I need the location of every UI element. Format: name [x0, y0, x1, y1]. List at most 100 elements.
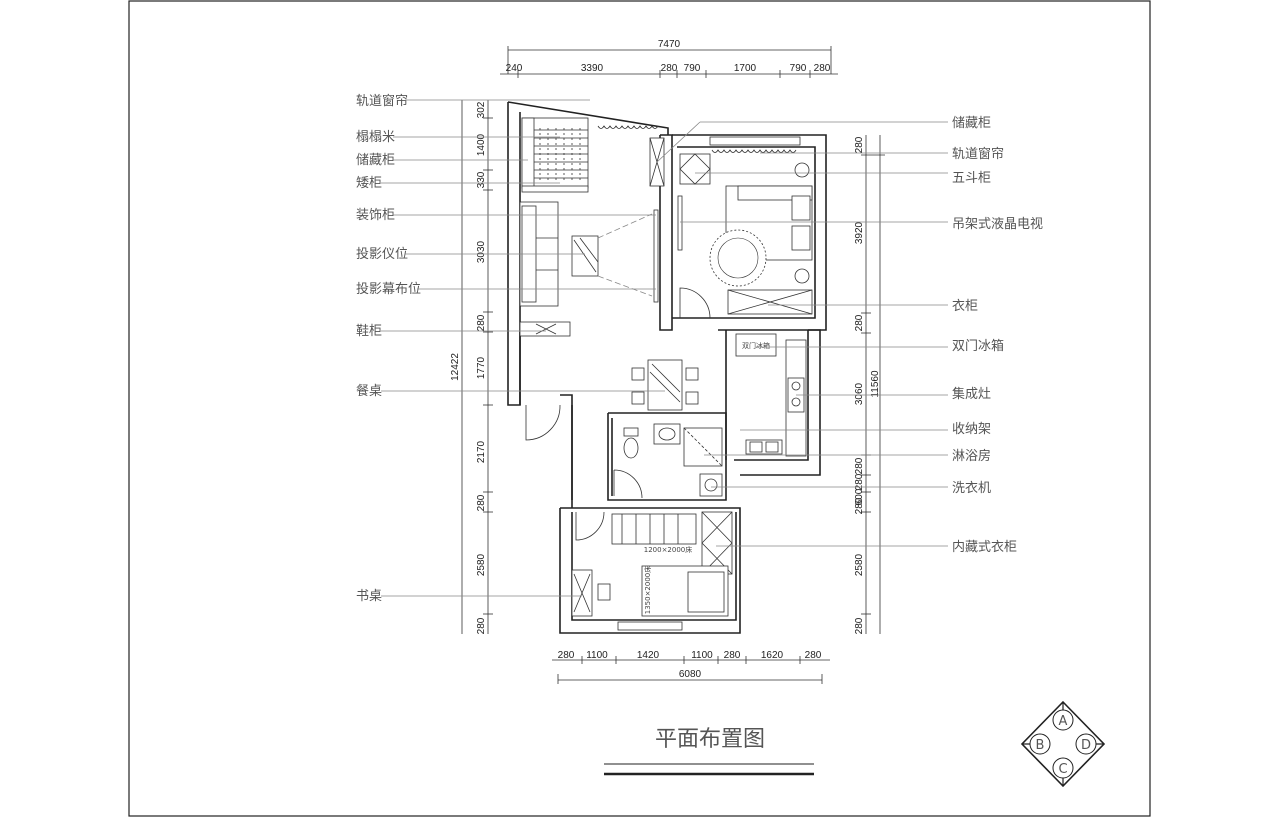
top-dim-1: 240 — [506, 63, 523, 74]
single-bed: 1350×2000床 — [641, 565, 729, 617]
window-bedroom-top — [709, 136, 801, 146]
bottom-dimension-chain: 280 1100 1420 1100 280 1620 280 6080 — [552, 650, 830, 684]
label-five-drawer-chest: 五斗柜 — [952, 171, 991, 186]
bed-lower-size: 1350×2000床 — [643, 566, 652, 615]
label-washing-machine: 洗衣机 — [952, 480, 991, 496]
left-dim-7: 2170 — [476, 440, 487, 463]
nightstand-bottom — [794, 268, 810, 284]
five-drawer-chest — [679, 153, 711, 185]
label-integrated-stove: 集成灶 — [952, 386, 991, 402]
label-low-cabinet: 矮柜 — [356, 176, 382, 191]
top-dim-4: 790 — [684, 63, 701, 74]
compass-label-a: A — [1059, 714, 1068, 729]
fridge-label: 双门冰箱 — [742, 341, 770, 350]
label-dining-table: 餐桌 — [356, 383, 382, 399]
label-projection-screen: 投影幕布位 — [356, 281, 421, 297]
label-storage-rack: 收纳架 — [952, 422, 991, 437]
label-hanging-lcd-tv: 吊架式液晶电视 — [952, 217, 1043, 232]
right-dimension-chain: 280 3920 280 3060 280 280 600 280 2580 2… — [854, 135, 885, 634]
drawing-title: 平面布置图 — [655, 727, 765, 752]
right-dim-6: 280 — [854, 473, 865, 490]
entry-door — [525, 404, 561, 441]
right-dim-5: 280 — [854, 457, 865, 474]
compass-label-c: C — [1058, 762, 1067, 777]
bottom-dim-3: 1420 — [637, 650, 660, 661]
elevation-index-icon: A B D C — [1020, 700, 1106, 788]
washing-machine — [699, 473, 723, 497]
dining-table — [631, 359, 699, 411]
wall-tv — [677, 195, 683, 251]
curtain-track-top — [597, 125, 659, 129]
top-dim-2: 3390 — [581, 63, 604, 74]
curtain-track-bedroom — [711, 149, 797, 153]
shower-room — [683, 427, 723, 467]
shoe-cabinet — [519, 321, 571, 337]
left-dim-6: 1770 — [476, 356, 487, 379]
left-total-dim: 12422 — [450, 353, 461, 381]
right-dim-7: 600 — [854, 488, 865, 505]
label-decorative-cabinet: 装饰柜 — [356, 208, 395, 223]
compass-label-b: B — [1036, 738, 1045, 753]
storage-cabinet-left — [521, 117, 535, 189]
sheet-border — [128, 0, 1151, 817]
left-dim-4: 3030 — [476, 240, 487, 263]
bottom-dim-6: 1620 — [761, 650, 784, 661]
storage-rack — [745, 439, 783, 455]
label-projector: 投影仪位 — [356, 246, 408, 262]
right-dim-4: 3060 — [854, 382, 865, 405]
right-total-dim: 11560 — [870, 370, 881, 398]
label-shoe-cabinet: 鞋柜 — [356, 323, 382, 339]
right-labels: 储藏柜 轨道窗帘 五斗柜 吊架式液晶电视 衣柜 双门冰箱 集成灶 收纳架 淋浴房… — [656, 116, 1043, 555]
left-dim-2: 1400 — [476, 133, 487, 156]
label-double-door-fridge: 双门冰箱 — [952, 338, 1004, 354]
top-dimension-chain: 7470 240 3390 280 790 1700 790 280 — [500, 39, 838, 78]
left-dim-1: 302 — [476, 101, 487, 118]
nightstand-top — [794, 162, 810, 178]
wash-basin — [653, 423, 681, 445]
right-dim-1: 280 — [854, 136, 865, 153]
left-dim-10: 280 — [476, 617, 487, 634]
label-study-desk: 书桌 — [356, 589, 382, 604]
label-curtain-track-right: 轨道窗帘 — [952, 146, 1004, 162]
left-labels: 轨道窗帘 榻榻米 储藏柜 矮柜 装饰柜 投影仪位 投影幕布位 鞋柜 餐桌 书桌 — [356, 93, 665, 604]
left-dim-5: 280 — [476, 314, 487, 331]
label-storage-cabinet-right: 储藏柜 — [952, 116, 991, 131]
bathroom-door — [613, 469, 643, 499]
left-dimension-chain: 302 1400 330 3030 280 1770 2170 280 2580… — [450, 100, 493, 634]
top-dim-7: 280 — [814, 63, 831, 74]
bottom-total-dim: 6080 — [679, 669, 702, 680]
right-dim-9: 2580 — [854, 553, 865, 576]
label-wardrobe: 衣柜 — [952, 298, 978, 314]
top-dim-5: 1700 — [734, 63, 757, 74]
right-dim-8: 280 — [854, 497, 865, 514]
right-dim-3: 280 — [854, 314, 865, 331]
bottom-dim-5: 280 — [724, 650, 741, 661]
bedroom-door — [679, 287, 711, 319]
round-rug — [709, 229, 767, 287]
study-desk — [571, 569, 611, 617]
top-dim-6: 790 — [790, 63, 807, 74]
label-curtain-track: 轨道窗帘 — [356, 93, 408, 109]
projector — [571, 235, 599, 277]
double-door-fridge: 双门冰箱 — [735, 333, 777, 357]
compass-label-d: D — [1081, 738, 1091, 753]
top-dim-3: 280 — [661, 63, 678, 74]
bottom-dim-4: 1100 — [691, 650, 713, 661]
right-dim-2: 3920 — [854, 221, 865, 244]
bottom-dim-2: 1100 — [586, 650, 608, 661]
right-dim-10: 280 — [854, 617, 865, 634]
label-shower-room: 淋浴房 — [952, 448, 991, 464]
label-built-in-wardrobe: 内藏式衣柜 — [952, 539, 1017, 555]
built-in-wardrobe — [701, 511, 733, 575]
left-dim-8: 280 — [476, 494, 487, 511]
bottom-dim-1: 280 — [558, 650, 575, 661]
label-storage-cabinet-left: 储藏柜 — [356, 153, 395, 168]
staircase-bed: 1200×2000床 — [611, 513, 697, 554]
top-total-dim: 7470 — [658, 39, 681, 50]
lower-bedroom-door — [575, 511, 605, 541]
projector-screen — [653, 209, 659, 303]
left-dim-3: 330 — [476, 171, 487, 188]
toilet — [623, 427, 639, 459]
bottom-dim-7: 280 — [805, 650, 822, 661]
